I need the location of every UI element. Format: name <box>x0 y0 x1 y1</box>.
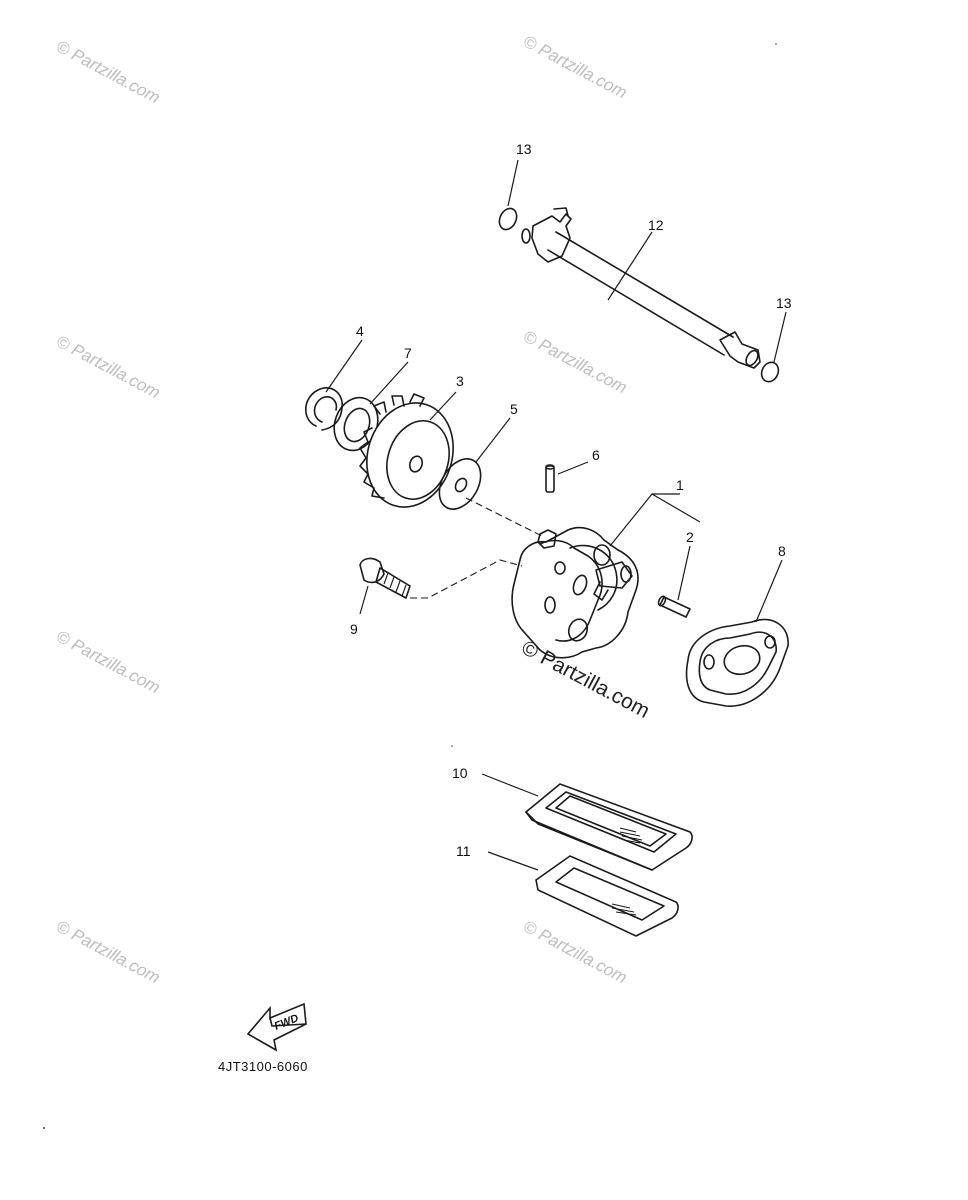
callout-3: 3 <box>456 373 464 389</box>
part-3-sprocket <box>359 393 454 508</box>
callout-8: 8 <box>778 543 786 559</box>
fwd-arrow-icon: FWD <box>246 1002 307 1052</box>
watermark: © Partzilla.com <box>520 32 630 103</box>
callout-13-top: 13 <box>516 141 532 157</box>
part-9-bolt <box>359 557 411 599</box>
part-6-pin <box>545 464 555 493</box>
callout-6: 6 <box>592 447 600 463</box>
scan-speck <box>43 1127 45 1129</box>
part-12-shaft <box>521 207 761 369</box>
diagram-code: 4JT3100-6060 <box>218 1059 308 1074</box>
callout-10: 10 <box>452 765 468 781</box>
part-10-strainer <box>524 783 693 871</box>
part-2-dowel-pin <box>657 595 691 618</box>
scan-speck <box>775 43 777 45</box>
leader-lines <box>325 159 787 871</box>
part-13-o-ring-bottom <box>760 361 780 383</box>
watermark: © Partzilla.com <box>520 327 630 398</box>
callout-5: 5 <box>510 401 518 417</box>
watermark: © Partzilla.com <box>53 332 163 403</box>
callout-13-right: 13 <box>776 295 792 311</box>
callout-7: 7 <box>404 345 412 361</box>
callout-12: 12 <box>648 217 664 233</box>
callout-4: 4 <box>356 323 364 339</box>
callout-9: 9 <box>350 621 358 637</box>
part-13-o-ring-top <box>498 207 518 231</box>
watermark: © Partzilla.com <box>53 37 163 108</box>
part-5-thrust-washer <box>438 458 482 510</box>
watermark-group: © Partzilla.com © Partzilla.com © Partzi… <box>53 32 630 988</box>
scan-speck <box>451 745 453 747</box>
callout-11: 11 <box>456 843 471 859</box>
watermark: © Partzilla.com <box>53 917 163 988</box>
watermark: © Partzilla.com <box>53 627 163 698</box>
part-4-circlip <box>304 387 343 431</box>
watermark: © Partzilla.com <box>520 917 630 988</box>
part-8-gasket <box>685 618 789 707</box>
callout-2: 2 <box>686 529 694 545</box>
callouts: 1 2 3 4 5 6 7 8 9 10 11 12 13 13 <box>350 141 792 859</box>
part-11-gasket <box>535 855 679 937</box>
callout-1: 1 <box>676 477 684 493</box>
part-1-oil-pump <box>511 526 639 659</box>
